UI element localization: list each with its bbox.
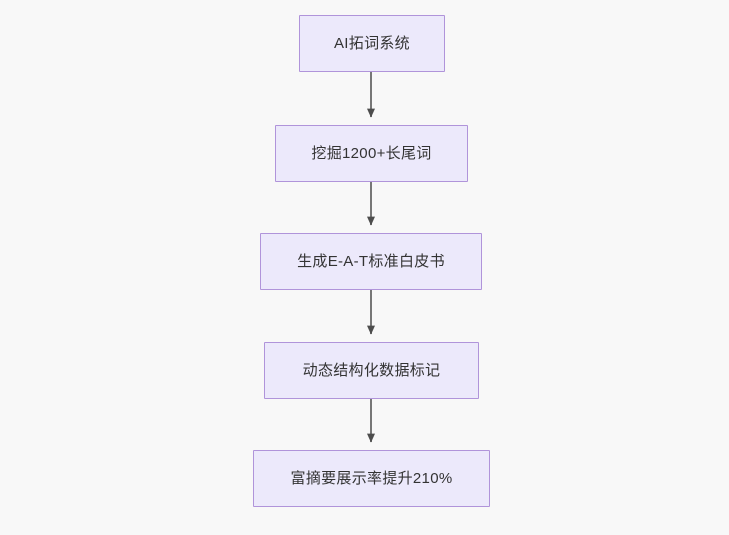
flow-node-mine-longtail-keywords[interactable]: 挖掘1200+长尾词 [275, 125, 468, 182]
flow-node-label: 动态结构化数据标记 [302, 362, 441, 379]
flow-node-label: 富摘要展示率提升210% [290, 470, 453, 487]
flow-node-ai-keyword-system[interactable]: AI拓词系统 [299, 15, 445, 72]
flow-node-label: 挖掘1200+长尾词 [311, 145, 432, 162]
flow-node-generate-eat-whitepaper[interactable]: 生成E-A-T标准白皮书 [260, 233, 482, 290]
flow-node-label: 生成E-A-T标准白皮书 [297, 253, 445, 270]
flow-node-label: AI拓词系统 [334, 35, 410, 52]
flow-node-dynamic-structured-data-markup[interactable]: 动态结构化数据标记 [264, 342, 479, 399]
flow-node-rich-snippet-rate-increase[interactable]: 富摘要展示率提升210% [253, 450, 490, 507]
